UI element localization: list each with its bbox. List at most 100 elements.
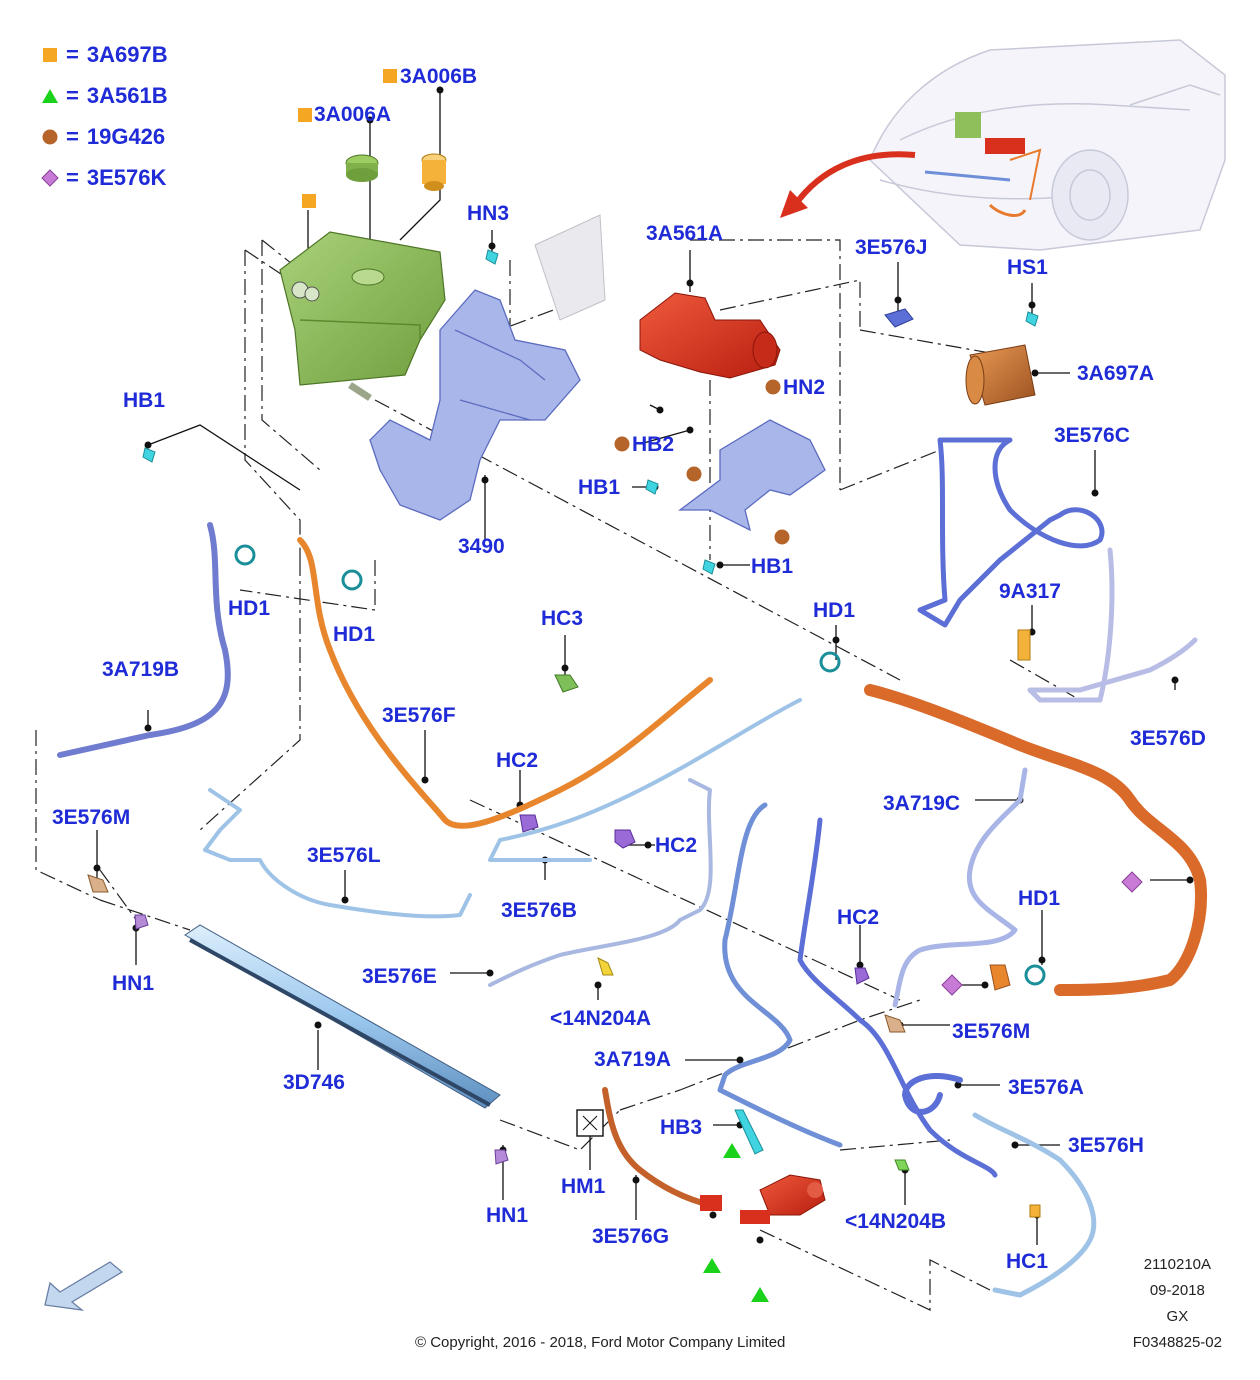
legend-code: 19G426 bbox=[86, 123, 166, 149]
drawing-metadata: 2110210A 09-2018 GX F0348825-02 bbox=[1133, 1252, 1222, 1356]
callout-14N204A: <14N204A bbox=[550, 1007, 651, 1030]
auxiliary-pump-3A561A bbox=[639, 292, 781, 379]
vehicle-overview-sketch bbox=[869, 39, 1226, 251]
callout-HS1: HS1 bbox=[1007, 256, 1048, 279]
callout-3E576D: 3E576D bbox=[1130, 727, 1206, 750]
legend-equals: = bbox=[66, 41, 79, 67]
legend-row: = 3A561B bbox=[40, 75, 168, 116]
callout-HN1: HN1 bbox=[112, 972, 155, 995]
hose-3E576H bbox=[972, 1112, 1097, 1298]
figure-id: F0348825-02 bbox=[1132, 1334, 1222, 1351]
legend-equals: = bbox=[66, 82, 79, 108]
callout-HB1: HB1 bbox=[123, 389, 166, 412]
front-direction-arrow bbox=[44, 1261, 124, 1311]
hose-3E576L bbox=[203, 788, 472, 919]
callout-HD1: HD1 bbox=[1018, 887, 1061, 910]
callout-3E576B: 3E576B bbox=[501, 899, 577, 922]
callout-3D746: 3D746 bbox=[283, 1071, 345, 1094]
hose-3E576G bbox=[602, 1087, 713, 1208]
inline-symbols bbox=[298, 69, 1143, 1302]
electric-pump-lower bbox=[700, 1174, 826, 1224]
callout-3A719C: 3A719C bbox=[883, 792, 961, 815]
legend-equals: = bbox=[66, 164, 79, 190]
callout-HD1: HD1 bbox=[333, 623, 376, 646]
accumulator-3A697A bbox=[965, 344, 1036, 406]
drawing-code: GX bbox=[1166, 1308, 1189, 1325]
symbol-legend: = 3A697B = 3A561B = 19G426 = 3E576K bbox=[40, 34, 168, 198]
purple-diamond-icon bbox=[40, 168, 60, 188]
callout-3E576L: 3E576L bbox=[307, 844, 381, 867]
callout-HC2: HC2 bbox=[655, 834, 698, 857]
copyright-text: © Copyright, 2016 - 2018, Ford Motor Com… bbox=[415, 1334, 786, 1351]
brown-circle-icon bbox=[40, 127, 60, 147]
coolant-reservoir bbox=[279, 231, 446, 401]
drawing-date: 09-2018 bbox=[1149, 1282, 1205, 1299]
legend-code: 3A697B bbox=[86, 41, 168, 67]
callout-HC2: HC2 bbox=[496, 749, 539, 772]
orange-square-3A697B bbox=[302, 194, 316, 208]
callout-HN2: HN2 bbox=[783, 376, 826, 399]
legend-row: = 19G426 bbox=[40, 116, 168, 157]
location-arrowhead bbox=[780, 190, 808, 218]
callout-3490: 3490 bbox=[458, 535, 505, 558]
callout-9A317: 9A317 bbox=[999, 580, 1061, 603]
callout-3E576F: 3E576F bbox=[382, 704, 456, 727]
callout-HC2: HC2 bbox=[837, 906, 880, 929]
callout-HM1: HM1 bbox=[561, 1175, 606, 1198]
callout-HD1: HD1 bbox=[813, 599, 856, 622]
callout-3A006B: 3A006B bbox=[400, 65, 478, 88]
orange-square-3A006B bbox=[383, 69, 397, 83]
purple-diamond-mid bbox=[941, 974, 963, 996]
legend-code: 3E576K bbox=[86, 164, 167, 190]
pump-bracket bbox=[678, 419, 826, 532]
callout-3A561A: 3A561A bbox=[646, 222, 724, 245]
callout-3E576H: 3E576H bbox=[1068, 1134, 1144, 1157]
hose-3A719C bbox=[892, 767, 1028, 1008]
orange-square-3A006A bbox=[298, 108, 312, 122]
green-triangle-a bbox=[723, 1143, 741, 1158]
heat-exchanger-3D746 bbox=[184, 924, 501, 1109]
legend-code: 3A561B bbox=[86, 82, 168, 108]
mounting-bracket-3490 bbox=[369, 289, 581, 521]
hose-3A719B bbox=[57, 522, 231, 758]
hose-3E576C bbox=[917, 437, 1105, 628]
callout-3A006A: 3A006A bbox=[314, 103, 392, 126]
callout-3E576M: 3E576M bbox=[52, 806, 131, 829]
brown-circle-mid bbox=[686, 466, 702, 482]
brown-circle-low bbox=[774, 529, 790, 545]
green-triangle-b bbox=[703, 1258, 721, 1273]
callout-HB1: HB1 bbox=[578, 476, 621, 499]
callout-3A719B: 3A719B bbox=[102, 658, 180, 681]
small-parts bbox=[87, 249, 1046, 1218]
drawing-number: 2110210A bbox=[1143, 1256, 1212, 1273]
callout-HB2: HB2 bbox=[632, 433, 675, 456]
location-arrow bbox=[792, 151, 916, 207]
callout-3E576J: 3E576J bbox=[855, 236, 928, 259]
brown-circle-hb2 bbox=[614, 436, 630, 452]
callout-HN3: HN3 bbox=[467, 202, 510, 225]
legend-row: = 3E576K bbox=[40, 157, 168, 198]
reservoir-shield bbox=[534, 214, 606, 321]
hose-3E576D bbox=[1027, 547, 1198, 703]
callout-14N204B: <14N204B bbox=[845, 1210, 946, 1233]
purple-diamond-right bbox=[1121, 871, 1143, 893]
callout-3E576C: 3E576C bbox=[1054, 424, 1130, 447]
hose-3E576A bbox=[902, 1073, 963, 1115]
legend-equals: = bbox=[66, 123, 79, 149]
hoses bbox=[57, 437, 1207, 1298]
hose-3A719A bbox=[717, 802, 843, 1148]
callout-3A719A: 3A719A bbox=[594, 1048, 672, 1071]
green-triangle-c bbox=[751, 1287, 769, 1302]
reservoir-cap bbox=[345, 154, 379, 182]
callout-3E576M: 3E576M bbox=[952, 1020, 1031, 1043]
legend-row: = 3A697B bbox=[40, 34, 168, 75]
callout-HN1: HN1 bbox=[486, 1204, 529, 1227]
callout-3E576G: 3E576G bbox=[592, 1225, 670, 1248]
hose-orange-right bbox=[864, 684, 1207, 996]
pressure-cap bbox=[421, 153, 447, 191]
callout-3A697A: 3A697A bbox=[1077, 362, 1155, 385]
orange-square-icon bbox=[40, 45, 60, 65]
hose-3E576F bbox=[297, 537, 713, 829]
